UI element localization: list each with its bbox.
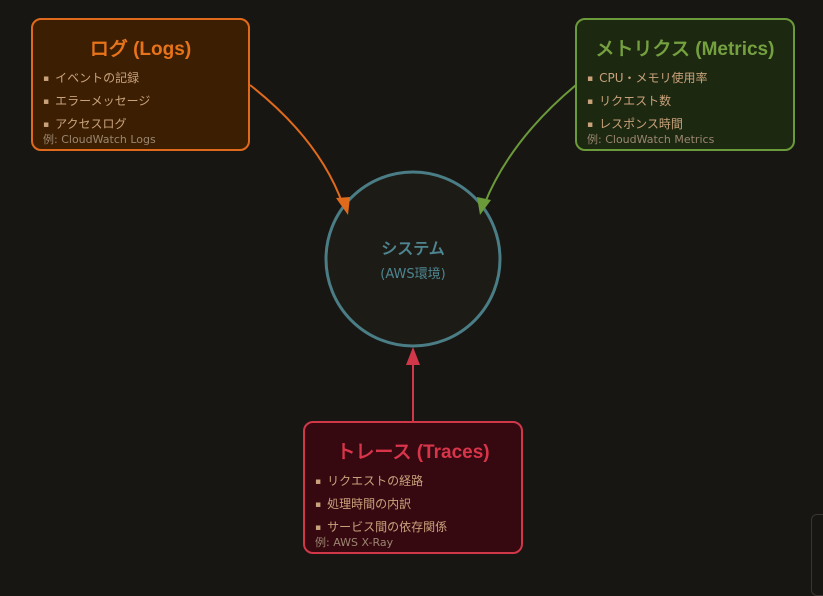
- logs-example: 例: CloudWatch Logs: [43, 133, 156, 146]
- offscreen-panel-edge: [811, 514, 823, 596]
- traces-arrowhead: [406, 347, 420, 365]
- system-node: システム (AWS環境): [325, 171, 501, 347]
- list-item: リクエストの経路: [315, 470, 521, 493]
- traces-title: トレース (Traces): [336, 442, 490, 463]
- list-item: CPU・メモリ使用率: [587, 67, 793, 90]
- system-title: システム: [381, 239, 445, 258]
- list-item: 処理時間の内訳: [315, 493, 521, 516]
- list-item: アクセスログ: [43, 113, 248, 136]
- list-item: リクエスト数: [587, 90, 793, 113]
- metrics-card: メトリクス (Metrics) CPU・メモリ使用率 リクエスト数 レスポンス時…: [575, 18, 795, 151]
- metrics-arrow: [483, 84, 577, 206]
- logs-arrowhead: [336, 197, 350, 215]
- list-item: レスポンス時間: [587, 113, 793, 136]
- list-item: エラーメッセージ: [43, 90, 248, 113]
- metrics-example: 例: CloudWatch Metrics: [587, 133, 715, 146]
- logs-arrow: [249, 84, 344, 206]
- connectors: [249, 84, 577, 421]
- list-item: サービス間の依存関係: [315, 516, 521, 539]
- traces-card: トレース (Traces) リクエストの経路 処理時間の内訳 サービス間の依存関…: [303, 421, 523, 554]
- logs-card: ログ (Logs) イベントの記録 エラーメッセージ アクセスログ 例: Clo…: [31, 18, 250, 151]
- metrics-title: メトリクス (Metrics): [595, 39, 775, 60]
- system-circle: [324, 170, 502, 348]
- system-subtitle: (AWS環境): [380, 267, 446, 282]
- metrics-arrowhead: [477, 197, 491, 215]
- list-item: イベントの記録: [43, 67, 248, 90]
- logs-title: ログ (Logs): [89, 39, 192, 60]
- traces-example: 例: AWS X-Ray: [315, 536, 394, 549]
